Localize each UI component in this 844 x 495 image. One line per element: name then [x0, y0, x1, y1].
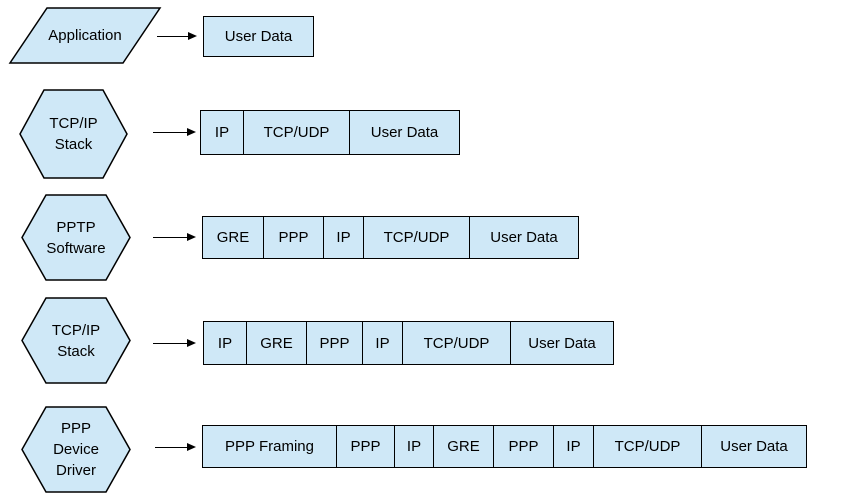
packet-structure: IP GRE PPP IP TCP/UDP User Data	[203, 321, 614, 365]
layer-shape-label-line: Driver	[56, 462, 96, 479]
packet-segment: User Data	[510, 322, 613, 364]
packet-segment: TCP/UDP	[402, 322, 510, 364]
packet-segment-label: IP	[375, 334, 390, 352]
packet-segment: GRE	[433, 426, 493, 467]
arrow-line	[153, 342, 189, 344]
right-arrow-connector	[153, 127, 196, 137]
application-parallelogram-shape: Application	[8, 7, 162, 64]
layer-shape-label-line: TCP/IP	[49, 115, 98, 132]
arrowhead-icon	[187, 442, 196, 451]
packet-segment-label: User Data	[490, 229, 558, 246]
hexagon-outline	[21, 406, 131, 493]
packet-segment-label: TCP/UDP	[263, 124, 330, 141]
packet-segment: User Data	[469, 217, 578, 258]
packet-segment: PPP	[493, 426, 553, 467]
packet-segment-label: User Data	[720, 438, 788, 455]
arrowhead-icon	[187, 127, 196, 136]
packet-segment-label: TCP/UDP	[383, 229, 450, 246]
right-arrow-connector	[153, 232, 196, 242]
hexagon-outline	[19, 89, 128, 179]
right-arrow-connector	[157, 31, 197, 41]
arrow-line	[153, 236, 189, 238]
hexagon-outline	[21, 297, 131, 384]
packet-segment: IP	[553, 426, 593, 467]
packet-segment: GRE	[203, 217, 263, 258]
packet-segment: IP	[362, 322, 402, 364]
packet-segment: TCP/UDP	[243, 111, 349, 154]
packet-segment-label: IP	[406, 438, 422, 455]
packet-structure: User Data	[203, 16, 314, 57]
layer-shape-label: PPTP Software	[22, 195, 130, 280]
packet-segment: GRE	[246, 322, 306, 364]
packet-segment-label: GRE	[260, 334, 293, 352]
parallelogram-outline	[8, 7, 162, 64]
layer-shape-label-line: Stack	[54, 136, 93, 153]
packet-segment-label: IP	[336, 229, 351, 246]
packet-segment: PPP Framing	[203, 426, 336, 467]
packet-segment-label: TCP/UDP	[614, 438, 681, 455]
layer-hexagon-shape: PPTP Software	[21, 194, 131, 281]
packet-segment: PPP	[263, 217, 323, 258]
packet-segment: User Data	[701, 426, 806, 467]
packet-segment-label: PPP	[508, 438, 539, 455]
layer-hexagon-shape: TCP/IP Stack	[19, 89, 128, 179]
packet-segment: PPP	[336, 426, 394, 467]
layer-shape-label-line: PPP	[60, 420, 91, 437]
arrowhead-icon	[188, 31, 197, 40]
layer-shape-label: TCP/IP Stack	[22, 298, 130, 383]
layer-hexagon-shape: TCP/IP Stack	[21, 297, 131, 384]
packet-segment-label: User Data	[224, 28, 293, 45]
arrow-line	[153, 131, 189, 133]
packet-segment-label: PPP	[278, 229, 309, 246]
packet-segment: TCP/UDP	[593, 426, 701, 467]
packet-segment-label: PPP	[350, 438, 381, 455]
layer-shape-label: Application	[10, 8, 160, 63]
arrowhead-icon	[187, 232, 196, 241]
right-arrow-connector	[153, 338, 196, 348]
packet-segment: TCP/UDP	[363, 217, 469, 258]
layer-shape-label-line: PPTP	[56, 218, 96, 236]
packet-structure: IP TCP/UDP User Data	[200, 110, 460, 155]
packet-segment-label: IP	[217, 334, 233, 352]
packet-segment-label: User Data	[528, 334, 596, 352]
packet-segment: User Data	[204, 17, 313, 56]
arrow-line	[155, 446, 189, 448]
packet-segment: IP	[201, 111, 243, 154]
arrow-line	[157, 35, 190, 37]
layer-shape-label-line: Stack	[57, 342, 95, 360]
packet-segment-label: IP	[214, 124, 230, 141]
packet-segment-label: IP	[566, 438, 581, 455]
packet-structure: GRE PPP IP TCP/UDP User Data	[202, 216, 579, 259]
packet-segment: IP	[323, 217, 363, 258]
packet-segment: IP	[394, 426, 433, 467]
packet-segment-label: PPP Framing	[225, 438, 314, 455]
layer-shape-label: TCP/IP Stack	[20, 90, 127, 178]
packet-segment-label: User Data	[370, 124, 439, 141]
right-arrow-connector	[155, 442, 196, 452]
layer-shape-label-line: TCP/IP	[51, 321, 101, 339]
arrowhead-icon	[187, 338, 196, 347]
hexagon-outline	[21, 194, 131, 281]
packet-segment: User Data	[349, 111, 459, 154]
layer-shape-label-line: Device	[53, 441, 99, 458]
packet-segment: IP	[204, 322, 246, 364]
layer-shape-label-line: Application	[48, 27, 122, 44]
packet-structure: PPP Framing PPP IP GRE PPP IP TCP/UDP User Data	[202, 425, 807, 468]
packet-segment: PPP	[306, 322, 362, 364]
packet-segment-label: TCP/UDP	[423, 334, 490, 352]
packet-segment-label: GRE	[447, 438, 480, 455]
packet-segment-label: GRE	[216, 229, 250, 246]
layer-shape-label-line: Software	[46, 239, 106, 257]
packet-segment-label: PPP	[319, 334, 350, 352]
